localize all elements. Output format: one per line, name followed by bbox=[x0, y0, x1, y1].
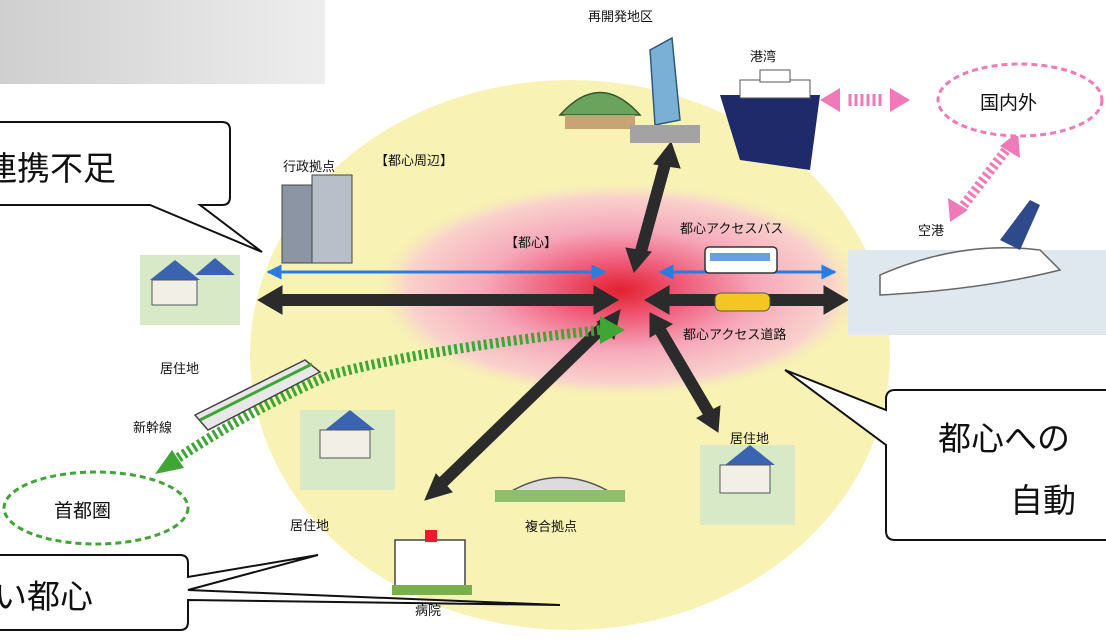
metropolitan-oval bbox=[2, 470, 190, 546]
houses-east-icon bbox=[700, 445, 795, 525]
center-glow bbox=[370, 180, 870, 400]
callout-right-text-line2: 自動 bbox=[1010, 481, 1076, 520]
label-airport: 空港 bbox=[918, 224, 945, 239]
stadium-icon bbox=[495, 476, 625, 502]
callout-top-left-box bbox=[0, 121, 263, 253]
callout-bottom-left-text: い都心 bbox=[0, 577, 93, 616]
label-admin-hub: 行政拠点 bbox=[283, 160, 336, 175]
label-residential-south: 居住地 bbox=[290, 519, 330, 534]
hospital-icon bbox=[392, 530, 472, 595]
label-hospital: 病院 bbox=[415, 604, 442, 619]
ship-icon bbox=[720, 69, 820, 170]
car-icon bbox=[714, 292, 771, 312]
shinkansen-arrowhead-center bbox=[600, 316, 625, 344]
label-domestic-overseas: 国内外 bbox=[980, 92, 1038, 114]
label-city-center: 【都心】 bbox=[505, 236, 558, 251]
callout-top-left-text: 連携不足 bbox=[0, 149, 116, 188]
label-access-bus: 都心アクセスバス bbox=[680, 222, 784, 237]
label-redevelopment: 再開発地区 bbox=[588, 10, 654, 25]
train-icon bbox=[193, 359, 322, 431]
bus-icon bbox=[704, 246, 778, 274]
label-metropolitan: 首都圏 bbox=[54, 500, 112, 522]
houses-west-icon bbox=[140, 255, 240, 325]
callout-right-text: 都心への bbox=[938, 419, 1070, 458]
houses-south-icon bbox=[300, 410, 395, 490]
callout-right-box bbox=[784, 369, 1106, 541]
domestic-overseas-oval bbox=[936, 62, 1104, 138]
redevelopment-buildings bbox=[558, 36, 700, 143]
airplane-icon bbox=[848, 200, 1106, 335]
label-residential-west: 居住地 bbox=[160, 362, 200, 377]
dark-arrows bbox=[257, 140, 849, 501]
pink-arrows bbox=[820, 88, 1020, 222]
label-shinkansen: 新幹線 bbox=[133, 421, 173, 436]
admin-building-icon bbox=[281, 174, 353, 264]
header-bar bbox=[0, 0, 325, 84]
callout-bottom-left-box bbox=[0, 554, 561, 631]
label-complex-hub: 複合拠点 bbox=[525, 520, 578, 535]
label-residential-east: 居住地 bbox=[730, 432, 770, 447]
shinkansen-arrowhead-metro bbox=[155, 450, 184, 474]
label-port: 港湾 bbox=[750, 50, 777, 65]
label-access-road: 都心アクセス道路 bbox=[683, 328, 787, 343]
label-city-center-periphery: 【都心周辺】 bbox=[375, 154, 454, 169]
